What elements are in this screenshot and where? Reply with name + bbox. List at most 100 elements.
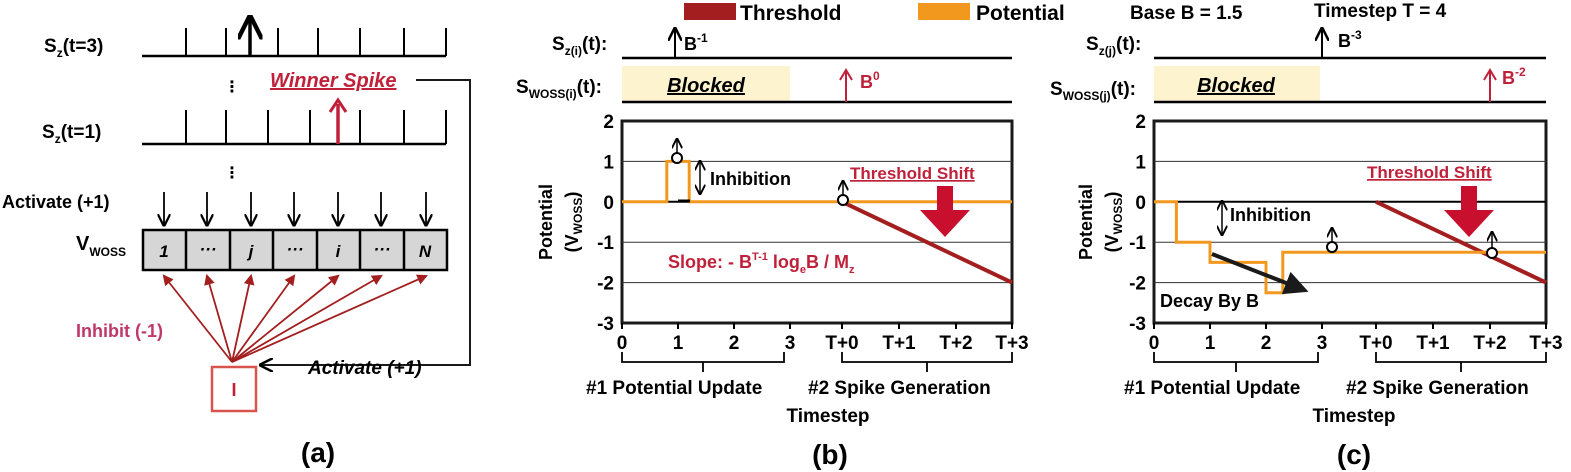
xtick-label-7: T+3 <box>1529 333 1562 354</box>
xtick-label-2: 2 <box>729 333 740 354</box>
xtick-label-5: T+1 <box>1416 333 1450 354</box>
xtick-label-4: T+0 <box>825 333 858 354</box>
activate-top-label: Activate (+1) <box>2 192 110 212</box>
xtick-label-2: 2 <box>1261 333 1272 354</box>
legend-potential-label: Potential <box>976 2 1065 25</box>
winner-feedback-arrow <box>262 79 471 365</box>
sz-t1-winner-arrowhead <box>328 97 348 113</box>
plot-c-decay-arrow <box>1211 252 1309 295</box>
legend-threshold-swatch <box>684 3 736 20</box>
inhibitor-box <box>210 365 258 413</box>
xtick-label-3: 3 <box>785 333 796 354</box>
legend-base: Base B = 1.5 <box>1130 3 1243 24</box>
plot-c-threshold-line <box>1375 199 1547 285</box>
phase2-bracket-c <box>1375 352 1547 363</box>
xtick-label-1: 1 <box>1205 333 1216 354</box>
sz-t1-label: Sz(t=1) <box>42 122 101 146</box>
xlabel-c: Timestep <box>1312 406 1395 427</box>
xtick-label-0: 0 <box>1149 333 1160 354</box>
swoss-j-spike-label: B-2 <box>1502 65 1526 88</box>
plot-b-marker-2 <box>837 194 849 206</box>
phase1-bracket-c <box>1153 352 1319 363</box>
phase1-label-b: #1 Potential Update <box>586 378 762 399</box>
xtick-label-3: 3 <box>1317 333 1328 354</box>
plot-b-threshold-shift-label: Threshold Shift <box>850 164 975 183</box>
xlabel-b: Timestep <box>786 406 869 427</box>
sz-t3-ticks <box>185 28 447 56</box>
ytick-label-5: -3 <box>597 314 614 335</box>
ytick-label-0: 2 <box>603 112 614 133</box>
plot-b-threshold-line <box>841 199 1013 285</box>
ytick-label-3: -1 <box>1129 233 1146 254</box>
panel-a: Sz(t=3) ⋮ Winner Spike Sz(t=1) ⋮ Activat… <box>2 20 471 468</box>
panel-a-caption: (a) <box>301 437 335 468</box>
plot-c-marker-1 <box>1326 241 1338 253</box>
ytick-label-4: -2 <box>597 274 614 295</box>
vwoss-cells <box>141 228 449 272</box>
sz-i-spike-label: B-1 <box>684 31 708 54</box>
phase2-bracket-b <box>841 352 1013 363</box>
cell-i: i <box>336 242 342 261</box>
ytick-label-1: 1 <box>1135 152 1146 173</box>
vwoss-cell-labels: 1 ··· j ··· i ··· N <box>159 240 432 261</box>
ellipsis-a2: ⋮ <box>224 165 240 182</box>
plot-b-xticks: 0 1 2 3 T+0 T+1 T+2 T+3 <box>617 323 1029 354</box>
panel-c: Sz(j)(t): B-3 SWOSS(j)(t): Blocked B-2 2… <box>1050 28 1563 470</box>
plot-c-decay-label: Decay By B <box>1160 291 1259 311</box>
ytick-label-5: -3 <box>1129 314 1146 335</box>
xtick-label-1: 1 <box>673 333 684 354</box>
ytick-label-3: -1 <box>597 233 614 254</box>
swoss-i-spike-head <box>839 68 853 81</box>
ytick-label-2: 0 <box>603 193 614 214</box>
xtick-label-5: T+1 <box>882 333 916 354</box>
plot-c-marker-2 <box>1486 247 1498 259</box>
sz-i-label: Sz(i)(t): <box>552 34 607 58</box>
cell-j: j <box>247 242 255 261</box>
xtick-label-0: 0 <box>617 333 628 354</box>
sz-j-label: Sz(j)(t): <box>1086 34 1141 58</box>
activate-down-arrows <box>164 192 426 224</box>
legend-threshold-label: Threshold <box>740 2 842 25</box>
sz-t1-ticks <box>185 110 447 144</box>
sz-t3-label: Sz(t=3) <box>44 36 103 60</box>
xtick-label-7: T+3 <box>995 333 1028 354</box>
ytick-label-4: -2 <box>1129 274 1146 295</box>
inhibit-label: Inhibit (-1) <box>76 321 163 341</box>
swoss-j-label: SWOSS(j)(t): <box>1050 79 1136 103</box>
plot-c-inhibition-label: Inhibition <box>1230 205 1311 225</box>
activate-bottom-label: Activate (+1) <box>307 358 422 379</box>
vwoss-label: VWOSS <box>76 233 126 259</box>
blocked-region-c <box>1154 66 1320 102</box>
plot-c-threshold-shift-label: Threshold Shift <box>1367 163 1492 182</box>
plot-b-marker-1 <box>671 152 683 164</box>
ellipsis-a1: ⋮ <box>224 79 240 96</box>
panel-c-caption: (c) <box>1337 439 1371 470</box>
panel-b-caption: (b) <box>812 439 848 470</box>
phase2-label-c: #2 Spike Generation <box>1346 378 1529 399</box>
ytick-label-0: 2 <box>1135 112 1146 133</box>
plot-c-ylabel-unit: (VWOSS) <box>1102 192 1125 253</box>
ytick-label-1: 1 <box>603 152 614 173</box>
sz-j-spike-label: B-3 <box>1338 28 1362 51</box>
swoss-j-spike-head <box>1483 68 1497 81</box>
xtick-label-6: T+2 <box>1473 333 1506 354</box>
phase1-label-c: #1 Potential Update <box>1124 378 1300 399</box>
xtick-label-6: T+2 <box>939 333 972 354</box>
legend-potential-swatch <box>918 3 970 20</box>
plot-c-shift-down-arrow <box>1444 186 1494 237</box>
cell-1: 1 <box>159 242 168 261</box>
winner-spike-label: Winner Spike <box>270 70 397 92</box>
blocked-region-b <box>622 66 790 102</box>
plot-c-ylabel: Potential <box>1076 184 1096 260</box>
swoss-i-spike-label: B0 <box>860 69 880 92</box>
plot-b-yticks: 2 1 0 -1 -2 -3 <box>597 112 614 335</box>
blocked-label-b: Blocked <box>667 75 746 97</box>
panel-b: Sz(i)(t): B-1 SWOSS(i)(t): Blocked B0 2 1… <box>516 30 1029 470</box>
blocked-label-c: Blocked <box>1197 75 1276 97</box>
swoss-i-label: SWOSS(i)(t): <box>516 77 602 101</box>
legend: Threshold Potential Base B = 1.5 Timeste… <box>684 1 1447 25</box>
